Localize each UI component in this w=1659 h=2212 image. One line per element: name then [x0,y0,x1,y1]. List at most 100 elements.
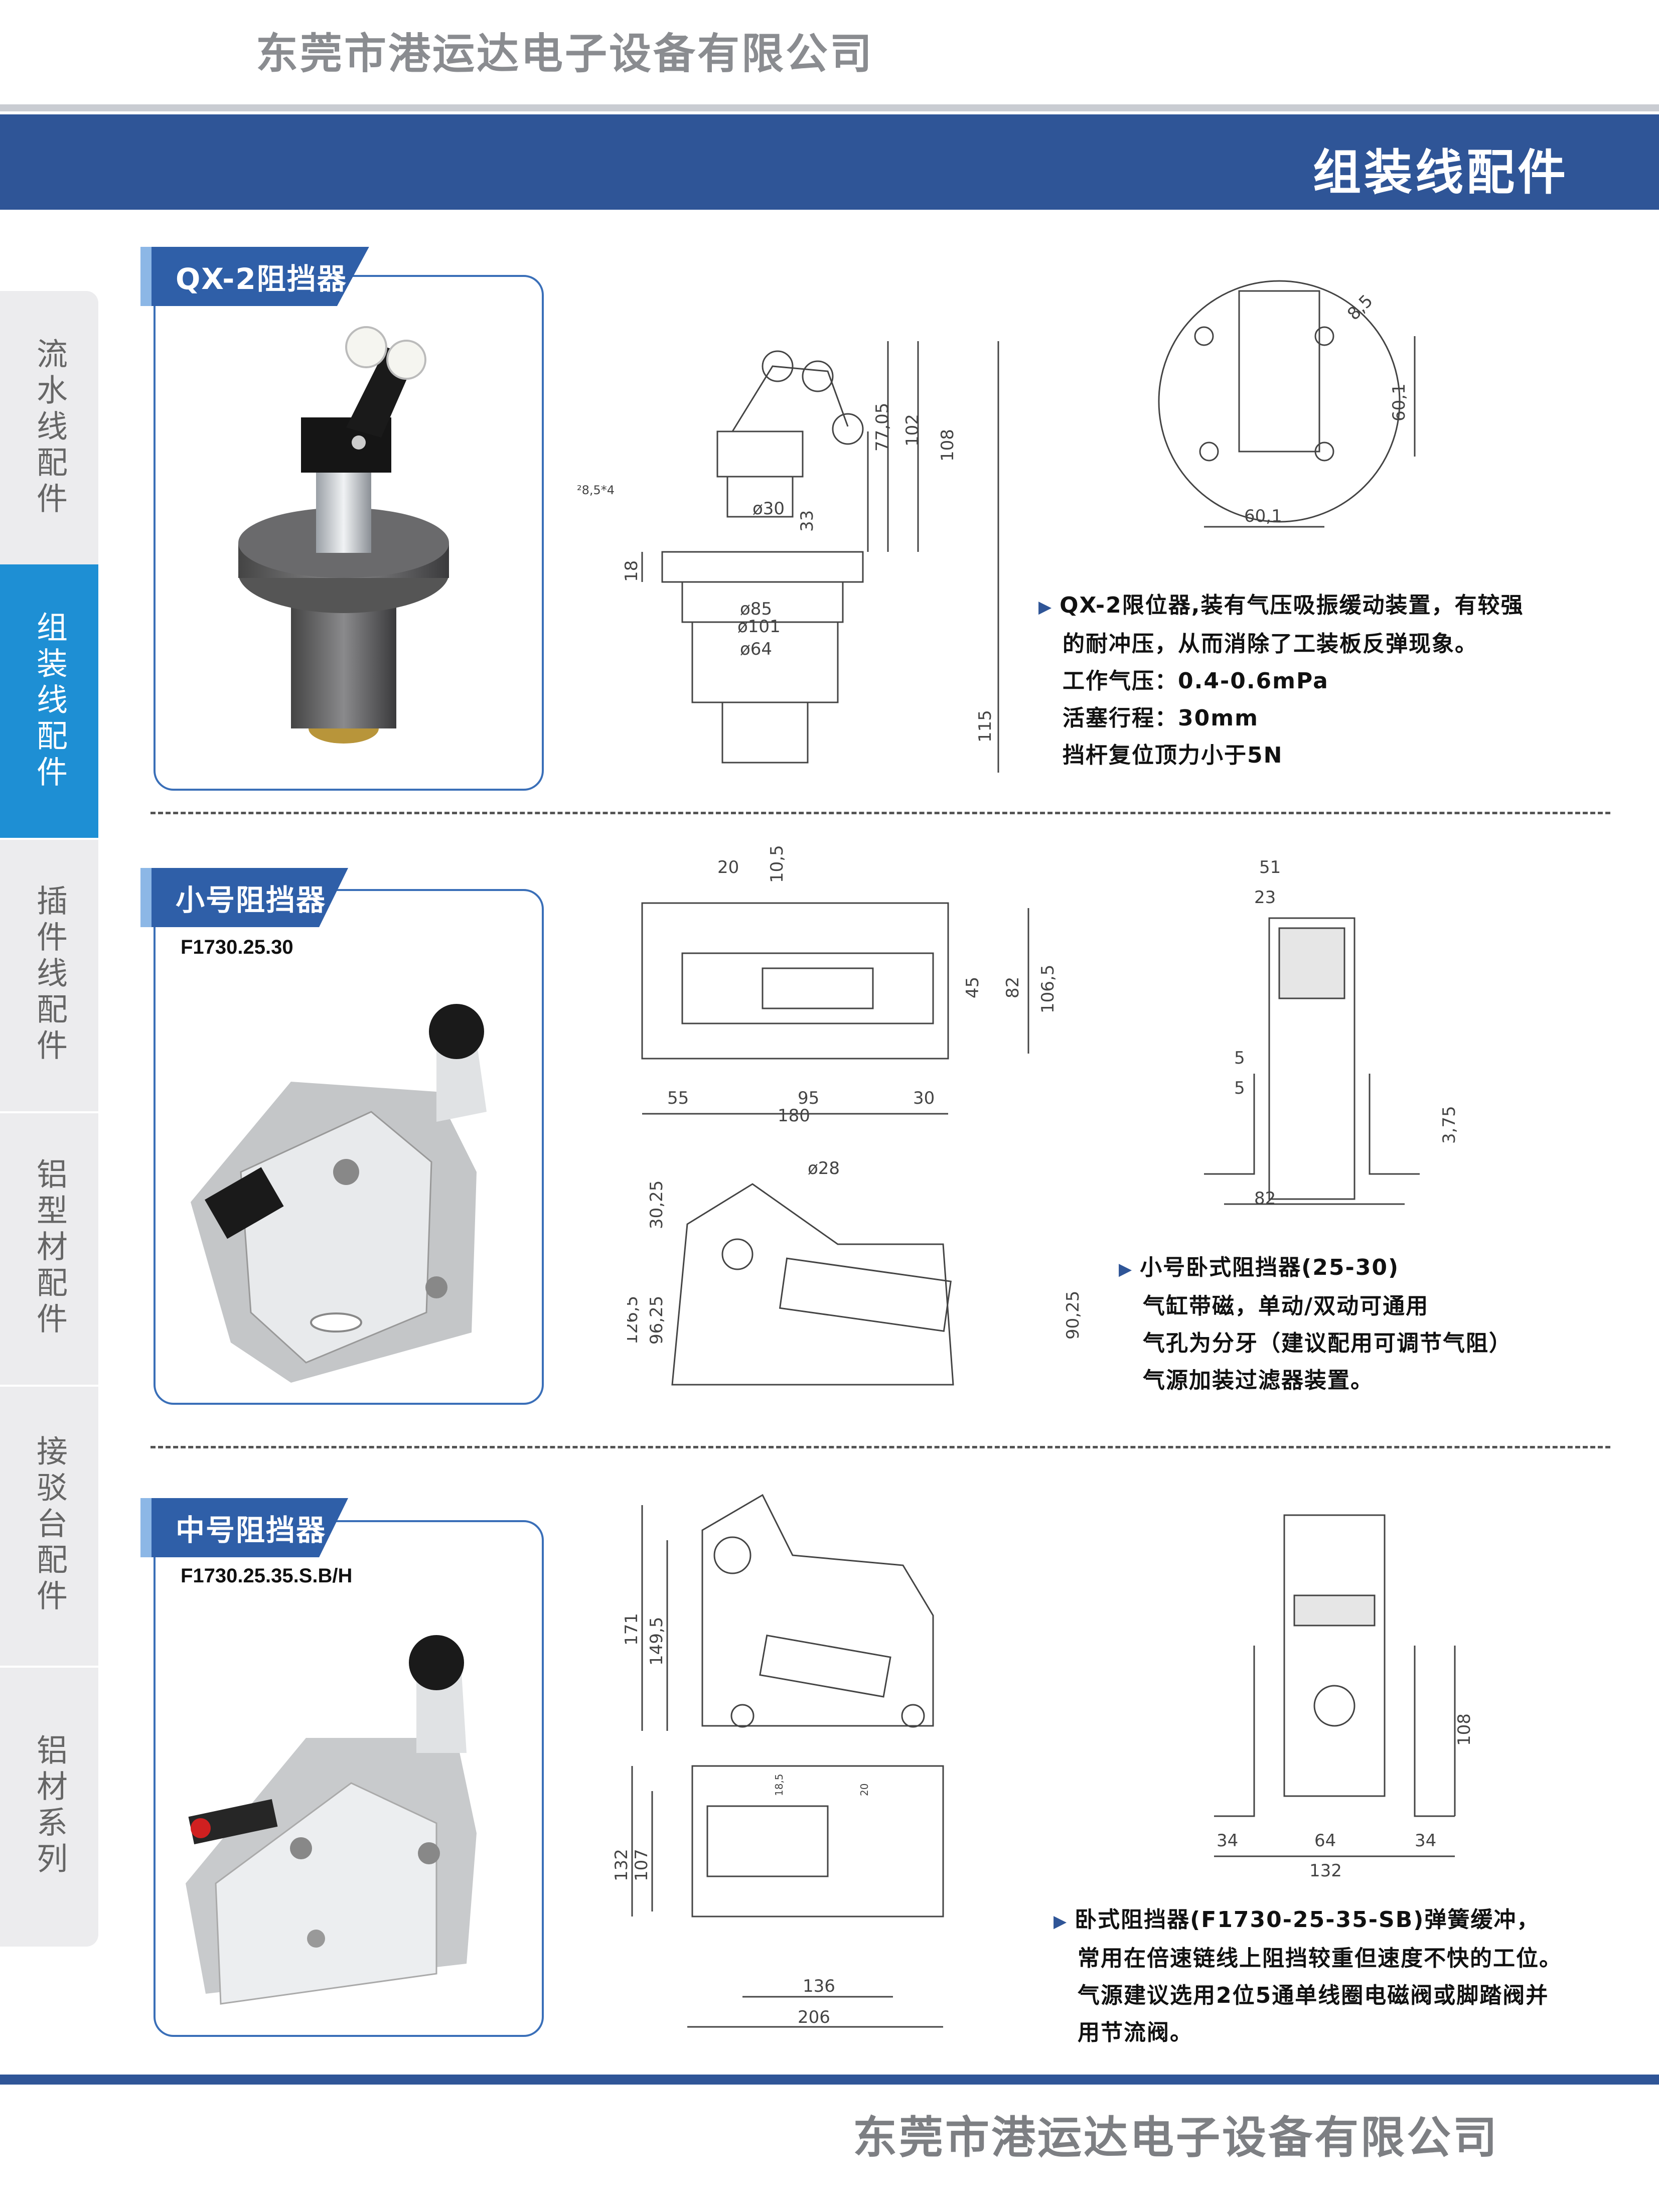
product-description-medium: ▶卧式阻挡器(F1730-25-35-SB)弹簧缓冲， 常用在倍速链线上阻挡较重… [1053,1901,1562,2051]
dim-126-5: 126,5 [627,1296,642,1345]
desc-line: 气源加装过滤器装置。 [1143,1368,1374,1393]
sidebar-item-label: 铝材系列 [31,1734,68,1878]
dim-30-25: 30,25 [647,1181,667,1229]
desc-line: 的耐冲压，从而消除了工装板反弹现象。 [1063,631,1478,657]
product-code: F1730.25.30 [181,936,293,958]
product-card-qx2 [154,275,544,791]
sidebar-item-aluminum-profile[interactable]: 铝型材配件 [0,1111,98,1387]
product-photo-medium-stopper [186,1635,477,2005]
dim-180: 180 [778,1106,810,1126]
desc-line: 挡杆复位顶力小于5N [1063,743,1283,768]
dim-206: 206 [798,2007,830,2027]
product-photo-small-stopper [191,1004,487,1383]
dim-108-medium: 108 [1454,1713,1474,1746]
dim-136: 136 [803,1976,835,1996]
dim-108: 108 [938,429,958,462]
desc-line: 气孔为分牙（建议配用可调节气阻） [1143,1331,1512,1356]
dim-8-5: 8,5 [1343,291,1377,325]
dim-18: 18 [622,560,642,582]
dim-82: 82 [1003,977,1023,998]
sidebar-item-label: 铝型材配件 [31,1157,68,1339]
dim-20-b: 20 [858,1784,870,1796]
desc-line: 气源建议选用2位5通单线圈电磁阀或脚踏阀并 [1078,1983,1549,2008]
footer-divider [0,2075,1659,2085]
section-banner: 组装线配件 [0,114,1659,210]
dim-102: 102 [902,414,923,447]
header-company-name: 东莞市港运达电子设备有限公司 [256,29,874,78]
footer-company-name: 东莞市港运达电子设备有限公司 [853,2112,1499,2163]
dim-d30: ø30 [752,499,785,519]
dim-d85: ø85 [740,599,772,619]
dim-3-75: 3,75 [1439,1106,1459,1144]
dim-23: 23 [1254,888,1276,908]
desc-line: 气缸带磁，单动/双动可通用 [1143,1293,1429,1319]
dim-77: 77,05 [872,403,892,452]
sidebar-item-label: 组装线配件 [31,611,68,792]
desc-line: 活塞行程：30mm [1063,705,1259,731]
technical-drawing-medium-front: 108 34 64 34 132 [1214,1514,1474,1881]
dim-5-a: 5 [1234,1048,1245,1068]
sidebar-item-assembly-parts[interactable]: 组装线配件 [0,564,98,840]
product-description-small: ▶小号卧式阻挡器(25-30) 气缸带磁，单动/双动可通用 气孔为分牙（建议配用… [1119,1249,1512,1399]
dim-45: 45 [963,977,983,998]
dim-34-left: 34 [1217,1831,1238,1851]
dim-171: 171 [622,1613,642,1646]
technical-drawing-medium-side: 171 149,5 132 107 18,5 20 136 206 [612,1494,944,2028]
dim-51: 51 [1259,857,1281,877]
dim-90-25: 90,25 [1063,1291,1083,1340]
section-divider [150,1446,1610,1448]
dim-149-5: 149,5 [647,1617,667,1666]
dim-96-25: 96,25 [647,1296,667,1345]
dim-d28: ø28 [808,1158,840,1178]
header-divider [0,104,1659,111]
sidebar-item-label: 接驳台配件 [31,1435,68,1615]
product-name-tag: 中号阻挡器 [140,1498,349,1557]
dim-107: 107 [632,1849,652,1881]
dim-5-b: 5 [1234,1078,1245,1098]
technical-drawing-qx2-top: 60,1 60,1 8,5 [1158,280,1416,528]
dim-hole: ²8,5*4 [577,483,615,497]
sidebar-item-assembly-line[interactable]: 流水线配件 [0,291,98,566]
product-code: F1730.25.35.S.B/H [181,1565,353,1587]
product-photo-qx2 [238,326,449,744]
sidebar-item-plugin-line[interactable]: 插件线配件 [0,838,98,1113]
dim-d101: ø101 [737,617,781,637]
dim-132-front: 132 [1309,1861,1342,1881]
product-card-small-stopper: F1730.25.30 [154,889,544,1405]
dim-33: 33 [797,510,817,532]
dim-60-height: 60,1 [1389,383,1409,421]
dim-60-width: 60,1 [1244,506,1282,526]
desc-line: 用节流阀。 [1078,2020,1193,2045]
desc-line: 常用在倍速链线上阻挡较重但速度不快的工位。 [1078,1946,1562,1971]
section-title: 组装线配件 [1313,144,1569,201]
sidebar-item-label: 流水线配件 [31,337,68,518]
dim-d64: ø64 [740,639,772,659]
desc-line: 卧式阻挡器(F1730-25-35-SB)弹簧缓冲， [1075,1907,1540,1933]
dim-64: 64 [1314,1831,1336,1851]
dim-95: 95 [798,1088,819,1108]
product-description-qx2: ▶QX-2限位器,装有气压吸振缓动装置，有较强 的耐冲压，从而消除了工装板反弹现… [1038,587,1524,774]
product-card-medium-stopper: F1730.25.35.S.B/H [154,1520,544,2037]
desc-line: 工作气压：0.4-0.6mPa [1063,668,1329,694]
dim-34-right: 34 [1415,1831,1436,1851]
product-name-tag: QX-2阻挡器 [140,247,369,306]
sidebar-item-label: 插件线配件 [31,884,68,1065]
dim-10-5: 10,5 [767,845,787,883]
section-divider [150,812,1610,814]
sidebar-item-aluminum-series[interactable]: 铝材系列 [0,1666,98,1947]
category-sidebar: 流水线配件 组装线配件 插件线配件 铝型材配件 接驳台配件 铝材系列 [0,291,98,1947]
sidebar-item-docking-station[interactable]: 接驳台配件 [0,1385,98,1668]
product-name-tag: 小号阻挡器 [140,868,349,927]
desc-line: QX-2限位器,装有气压吸振缓动装置，有较强 [1060,593,1524,618]
dim-115: 115 [975,710,995,743]
technical-drawing-small-front: 51 23 5 5 3,75 82 [1204,857,1459,1209]
technical-drawing-qx2-side: ø30 ø85 ø101 ø64 ²8,5*4 77,05 102 108 33… [577,341,999,773]
technical-drawing-small-top: 20 10,5 45 82 106,5 55 95 30 180 ø28 30,… [627,845,1083,1386]
dim-106-5: 106,5 [1038,965,1058,1013]
dim-30: 30 [913,1088,935,1108]
dim-82-front: 82 [1254,1189,1276,1209]
desc-line: 小号卧式阻挡器(25-30) [1140,1255,1400,1280]
dim-132: 132 [612,1849,632,1881]
dim-55: 55 [667,1088,689,1108]
dim-18-5: 18,5 [773,1774,785,1796]
